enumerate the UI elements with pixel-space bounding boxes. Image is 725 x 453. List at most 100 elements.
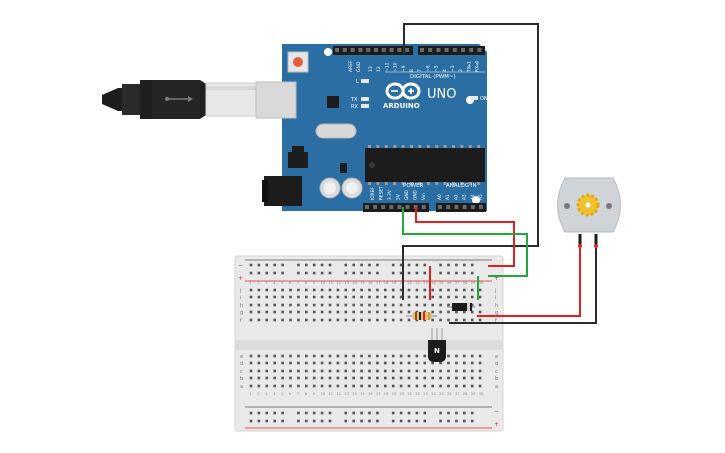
power-pin-label: Vin [421,193,427,200]
header-pin-hole[interactable] [389,48,394,52]
header-pin-hole[interactable] [397,48,402,52]
column-number: 23 [423,281,428,285]
row-letter: e [240,354,243,360]
digital-header-right[interactable] [418,46,485,55]
diode[interactable] [447,303,475,311]
header-pin-hole[interactable] [462,205,467,209]
led-tx-indicator: TX [350,97,369,103]
npn-transistor[interactable]: N [428,328,446,362]
header-pin-hole[interactable] [438,205,442,209]
breadboard-holes[interactable] [249,263,482,423]
header-pin-hole[interactable] [444,48,449,52]
row-letter: g [240,310,243,316]
digital-pin-label: 7 [417,69,423,72]
wire-red-motor[interactable] [477,248,581,317]
row-letter: d [495,361,498,367]
digital-header-left[interactable] [333,46,413,55]
dc-motor[interactable] [557,177,621,248]
header-pin-hole[interactable] [342,48,347,52]
column-number: 16 [368,392,373,396]
digital-pin-label: ~5 [434,65,440,72]
digital-pin-label: RX◂0 [475,61,481,72]
header-pin-hole[interactable] [373,205,378,209]
header-pin-hole[interactable] [335,48,339,52]
usb-cable[interactable] [102,80,259,119]
analog-header[interactable] [436,203,486,212]
column-number: 19 [392,281,397,285]
power-pin-label: IOREF [370,187,376,200]
header-pin-hole[interactable] [470,205,475,209]
header-pin-hole[interactable] [421,205,426,209]
svg-text:TX: TX [350,97,358,103]
header-pin-hole[interactable] [420,48,424,52]
column-number: 17 [376,281,381,285]
column-number: 9 [313,392,316,396]
column-number: 28 [463,281,468,285]
header-pin-hole[interactable] [381,48,386,52]
column-number: 6 [289,281,292,285]
wire-red-5v-to-rail[interactable] [415,207,515,267]
row-letter: g [495,310,498,316]
rail-plus-label: + [494,275,499,282]
model-label: UNO [427,87,456,102]
wire-black-pin8-to-breadboard[interactable] [402,23,539,300]
header-pin-hole[interactable] [397,205,402,209]
header-pin-hole[interactable] [454,205,459,209]
digital-pin-label: ~3 [450,65,456,72]
header-pin-hole[interactable] [365,205,369,209]
crystal [315,123,357,139]
digital-pin-label: ~9 [401,65,407,72]
header-pin-hole[interactable] [477,48,482,52]
header-pin-hole[interactable] [374,48,378,52]
reset-button[interactable] [287,51,309,73]
column-number: 27 [455,281,460,285]
header-pin-hole[interactable] [479,205,483,209]
column-number: 30 [479,392,484,396]
header-pin-hole[interactable] [428,48,433,52]
wire-green-gnd-to-rail[interactable] [402,207,528,277]
column-number: 19 [392,392,397,396]
header-pin-hole[interactable] [381,205,386,209]
row-letter: h [495,303,498,309]
digital-pin-label: ~10 [393,62,399,72]
row-letter: d [240,361,243,367]
resistor[interactable] [406,312,437,320]
power-header[interactable] [363,203,429,212]
regulator [288,152,308,168]
header-pin-hole[interactable] [358,48,363,52]
header-pin-hole[interactable] [469,48,474,52]
header-pin-hole[interactable] [350,48,355,52]
power-header-title: POWER [403,183,424,189]
column-number: 28 [463,392,468,396]
mounting-hole [324,48,332,56]
column-number: 26 [447,392,452,396]
column-number: 7 [297,281,299,285]
header-pin-hole[interactable] [366,48,371,52]
row-letter: h [240,303,243,309]
power-pin-label: 3.3V [387,190,393,200]
column-number: 17 [376,392,381,396]
header-pin-hole[interactable] [405,205,410,209]
header-pin-hole[interactable] [452,48,457,52]
header-pin-hole[interactable] [436,48,441,52]
header-pin-hole[interactable] [405,48,410,52]
wire-black-motor[interactable] [449,248,597,324]
row-letter: f [240,318,242,324]
column-number: 13 [344,392,349,396]
svg-text:ON: ON [480,96,488,102]
digital-pin-label: 12 [376,66,382,72]
header-pin-hole[interactable] [389,205,394,209]
analog-pin-label: A3 [462,194,468,200]
header-pin-hole[interactable] [461,48,465,52]
bottom-header-holes [365,205,483,209]
analog-pin-label: A1 [445,194,451,200]
analog-pin-label: A5 [478,194,484,200]
header-pin-hole[interactable] [446,205,451,209]
digital-pin-label: 13 [368,66,374,72]
column-number: 16 [368,281,373,285]
analog-header-title: ANALOG IN [446,183,477,189]
